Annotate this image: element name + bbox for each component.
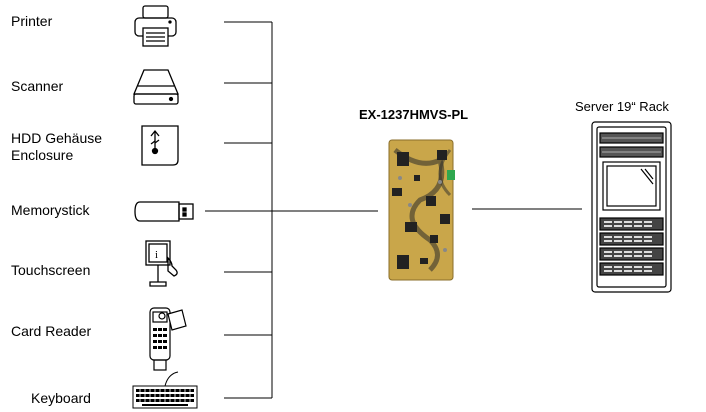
server-title: Server 19“ Rack — [575, 99, 669, 114]
label-hdd-enclosure: HDD Gehäuse Enclosure — [11, 130, 103, 163]
server-rack-icon — [591, 121, 672, 293]
card-reader-icon — [149, 307, 187, 371]
touchscreen-icon: i — [145, 240, 178, 287]
label-touchscreen: Touchscreen — [11, 262, 91, 278]
svg-text:i: i — [155, 249, 158, 261]
label-scanner: Scanner — [11, 78, 64, 94]
label-memorystick: Memorystick — [11, 202, 90, 218]
label-card-reader: Card Reader — [11, 323, 92, 339]
hub-title: EX-1237HMVS-PL — [359, 107, 469, 122]
label-keyboard: Keyboard — [31, 390, 91, 406]
keyboard-icon — [132, 371, 198, 409]
usb-hub-board-icon — [388, 139, 455, 281]
scanner-icon — [133, 69, 179, 105]
usb-stick-icon — [134, 201, 194, 222]
label-printer: Printer — [11, 13, 53, 29]
printer-icon — [134, 5, 177, 47]
hdd-enclosure-icon — [141, 125, 179, 166]
